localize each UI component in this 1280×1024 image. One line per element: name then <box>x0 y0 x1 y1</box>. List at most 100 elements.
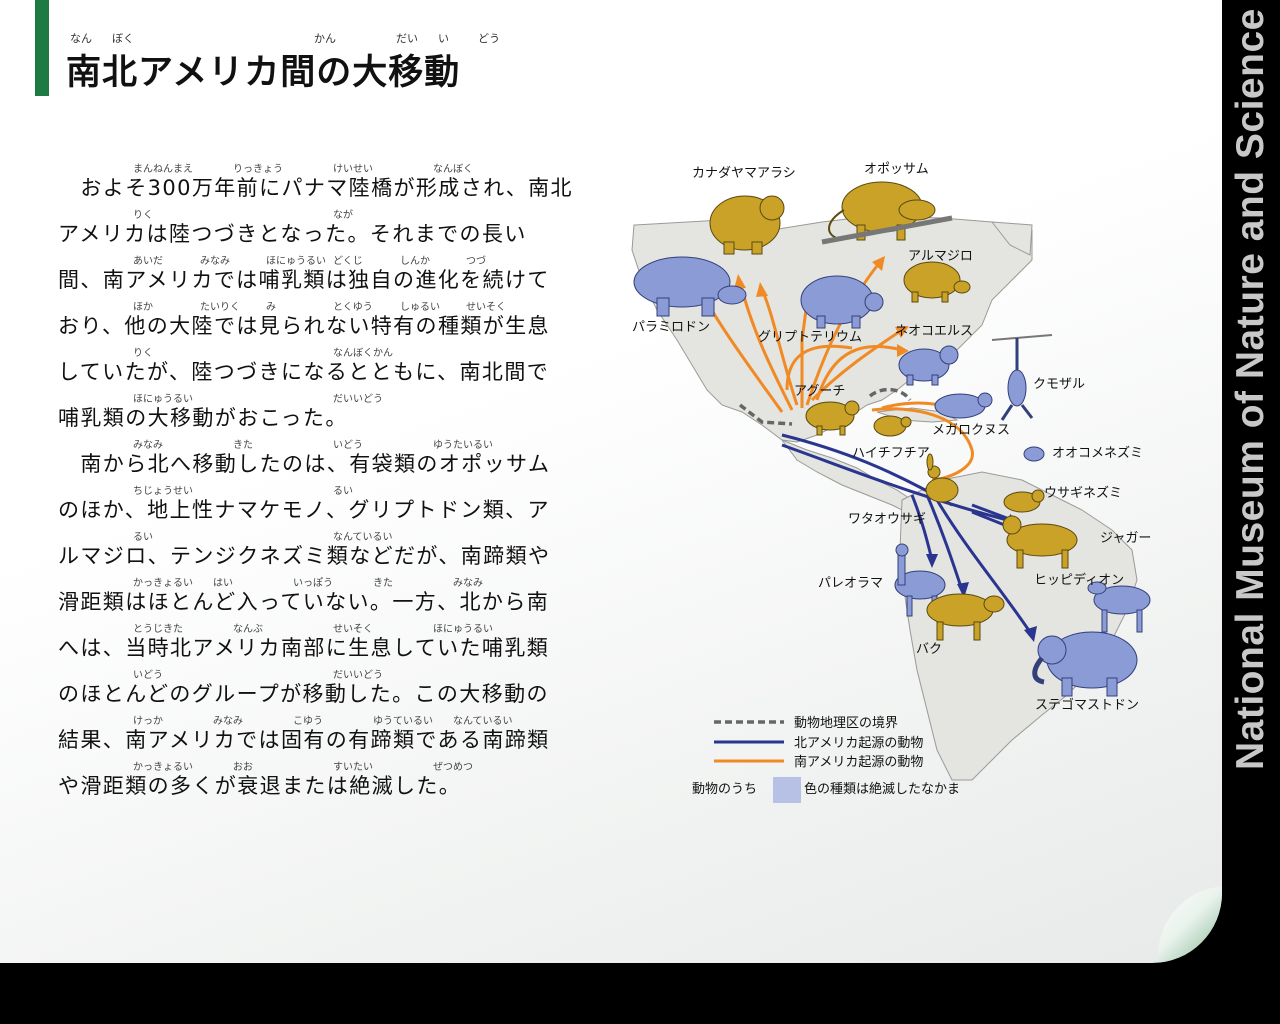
ruby-text: みなみ <box>200 256 230 267</box>
text-line-content: や滑距類の多くが衰退または絶滅した。 <box>58 774 462 798</box>
ruby-row: ちじょうせい るい <box>58 482 588 497</box>
migration-map: カナダヤマアラシ オポッサム アルマジロ パラミロドン グリプトテリウム ネオコ… <box>631 162 1151 803</box>
label-watauusagi: ワタオウサギ <box>848 512 926 527</box>
legend-extinct-prefix: 動物のうち <box>692 782 757 797</box>
spider-monkey-figure <box>991 334 1053 421</box>
ruby-text: ほにゅうるい <box>433 624 493 635</box>
label-haichifuchia: ハイチフチア <box>852 446 930 461</box>
ruby-text: ぼく <box>112 32 134 45</box>
ruby-text: かっきょるい <box>133 578 193 589</box>
side-band <box>1222 0 1280 963</box>
text-line: ちじょうせい るいのほか、地上性ナマケモノ、グリプトドン類、ア <box>58 482 588 528</box>
ruby-text: りっきょう <box>233 164 283 175</box>
label-baku: バク <box>916 642 942 657</box>
hutia-figure <box>873 415 912 437</box>
text-line-content: 滑距類はほとんど入っていない。一方、北から南 <box>58 590 550 614</box>
ruby-text: おお <box>233 762 253 773</box>
south-arrow <box>760 289 799 406</box>
text-line-content: 間、南アメリカでは哺乳類は独自の進化を続けて <box>58 268 550 292</box>
glyptotherium-figure <box>800 275 884 329</box>
ruby-text: るい <box>133 532 153 543</box>
ruby-text: どう <box>478 32 500 45</box>
label-usaginezumi: ウサギネズミ <box>1044 485 1122 501</box>
ruby-row: まんねんまえりっきょうけいせいなんぼく <box>58 160 588 175</box>
ruby-row: あいだ みなみ ほにゅうるいどくじ しんか つづ <box>58 252 588 267</box>
ruby-text: きた <box>233 440 253 451</box>
map-legend: 動物地理区の境界 北アメリカ起源の動物 南アメリカ起源の動物 動物のうち 色の種… <box>692 716 960 803</box>
label-kanadayamaarashi: カナダヤマアラシ <box>692 166 796 181</box>
north-arrow <box>971 503 1013 522</box>
ruby-text: りく <box>133 348 153 359</box>
label-armadillo: アルマジロ <box>908 249 973 264</box>
ruby-text: つづ <box>466 256 486 267</box>
label-neochoerus: ネオコエルス <box>895 324 973 339</box>
label-jaguar: ジャガー <box>1100 531 1151 546</box>
ruby-text: ちじょうせい <box>133 486 193 497</box>
ruby-text: るい <box>333 486 353 497</box>
south-arrow <box>805 261 882 406</box>
north-arrow <box>781 443 1008 522</box>
ruby-text: けいせい <box>333 164 373 175</box>
ruby-row: みなみきたいどうゆうたいるい <box>58 436 588 451</box>
giant-rice-rat-figure <box>1023 446 1045 462</box>
ruby-text: しゅるい <box>400 302 440 313</box>
text-line: みなみきたいどうゆうたいるい 南から北へ移動したのは、有袋類のオポッサム <box>58 436 588 482</box>
animal-labels: カナダヤマアラシ オポッサム アルマジロ パラミロドン グリプトテリウム ネオコ… <box>632 162 1151 713</box>
text-line-content: おり、他の大陸では見られない特有の種類が生息 <box>58 314 550 338</box>
ruby-text: みなみ <box>453 578 483 589</box>
text-line: りくながアメリカは陸つづきとなった。それまでの長い <box>58 206 588 252</box>
ruby-text: いどう <box>333 440 363 451</box>
stegomastodon-figure <box>1032 631 1138 697</box>
greenland-fragment <box>990 221 1033 256</box>
text-line: かっきょるいはいいっぽうきたみなみ滑距類はほとんど入っていない。一方、北から南 <box>58 574 588 620</box>
ruby-text: どくじ <box>333 256 363 267</box>
ruby-text: しんか <box>400 256 430 267</box>
zoogeographic-boundary <box>738 403 793 426</box>
ruby-row: かっきょるいおおすいたいぜつめつ <box>58 758 588 773</box>
title-accent-bar <box>35 0 49 96</box>
text-line: とうじきたなんぶせいそくほにゅうるいへは、当時北アメリカ南部に生息していた哺乳類 <box>58 620 588 666</box>
ruby-text: みなみ <box>133 440 163 451</box>
ruby-text: けっか <box>133 716 163 727</box>
ruby-text: なんているい <box>453 716 513 727</box>
ruby-text: いっぽう <box>293 578 333 589</box>
ruby-text: ほにゅうるい <box>133 394 193 405</box>
ruby-text: とくゆう <box>333 302 373 313</box>
tapir-figure <box>926 593 1005 641</box>
page-title: 南北アメリカ間の大移動 <box>66 53 461 93</box>
text-line-content: ルマジロ、テンジクネズミ類などだが、南蹄類や <box>58 544 551 568</box>
ruby-text: きた <box>373 578 393 589</box>
page-curl <box>1158 886 1222 963</box>
ruby-text: なん <box>70 32 92 45</box>
ruby-text: ゆうているい <box>373 716 433 727</box>
north-arrow <box>925 494 964 591</box>
megalocnus-figure <box>934 392 993 419</box>
text-line-content: のほか、地上性ナマケモノ、グリプトドン類、ア <box>58 498 550 522</box>
ruby-text: だい <box>396 32 418 45</box>
ruby-row: りくなが <box>58 206 588 221</box>
agouti-figure <box>805 400 860 436</box>
ruby-row: りく なんぼくかん <box>58 344 588 359</box>
armadillo-figure <box>903 261 971 303</box>
ruby-text: ほにゅうるい <box>266 256 326 267</box>
ruby-text: みなみ <box>213 716 243 727</box>
text-line: ほにゅうるいだいいどう哺乳類の大移動がおこった。 <box>58 390 588 436</box>
ruby-text: だいいどう <box>333 670 383 681</box>
porcupine-figure <box>709 195 785 255</box>
label-hippidion: ヒッピディオン <box>1034 572 1124 588</box>
label-megalocnus: メガロクヌス <box>932 423 1010 438</box>
text-line-content: のほとんどのグループが移動した。この大移動の <box>58 682 549 706</box>
text-line-content: 南から北へ移動したのは、有袋類のオポッサム <box>58 452 551 476</box>
ruby-row: けっかみなみこゆうゆうているいなんているい <box>58 712 588 727</box>
ruby-text: い <box>438 32 449 45</box>
ruby-text: すいたい <box>333 762 373 773</box>
ruby-text: なんぼくかん <box>333 348 393 359</box>
ruby-text: せいそく <box>333 624 373 635</box>
text-line: まんねんまえりっきょうけいせいなんぼく およそ300万年前にパナマ陸橋が形成され… <box>58 160 588 206</box>
museum-name-vertical: National Museum of Nature and Science <box>1229 8 1272 770</box>
ruby-text: ぜつめつ <box>433 762 473 773</box>
ruby-text: りく <box>133 210 153 221</box>
ruby-text: あいだ <box>133 256 163 267</box>
ruby-row: るいなんているい <box>58 528 588 543</box>
legend-extinct-swatch <box>773 777 801 803</box>
